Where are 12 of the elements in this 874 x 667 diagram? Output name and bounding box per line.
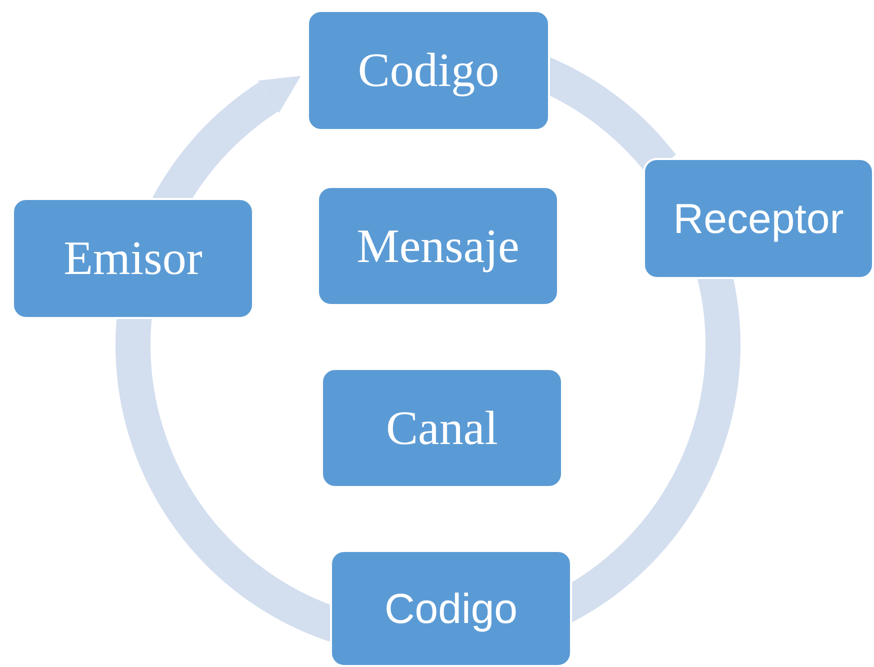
box-label: Receptor [673, 194, 844, 242]
process-box [321, 368, 563, 488]
box-label: Emisor [64, 231, 202, 286]
box-label: Canal [386, 400, 498, 456]
box-label: Codigo [358, 43, 500, 98]
box-label: Codigo [384, 584, 518, 632]
process-box [317, 186, 559, 306]
process-box [330, 550, 572, 667]
process-box [643, 158, 874, 279]
process-box [307, 10, 550, 131]
process-box [12, 198, 254, 319]
box-label: Mensaje [356, 218, 520, 274]
